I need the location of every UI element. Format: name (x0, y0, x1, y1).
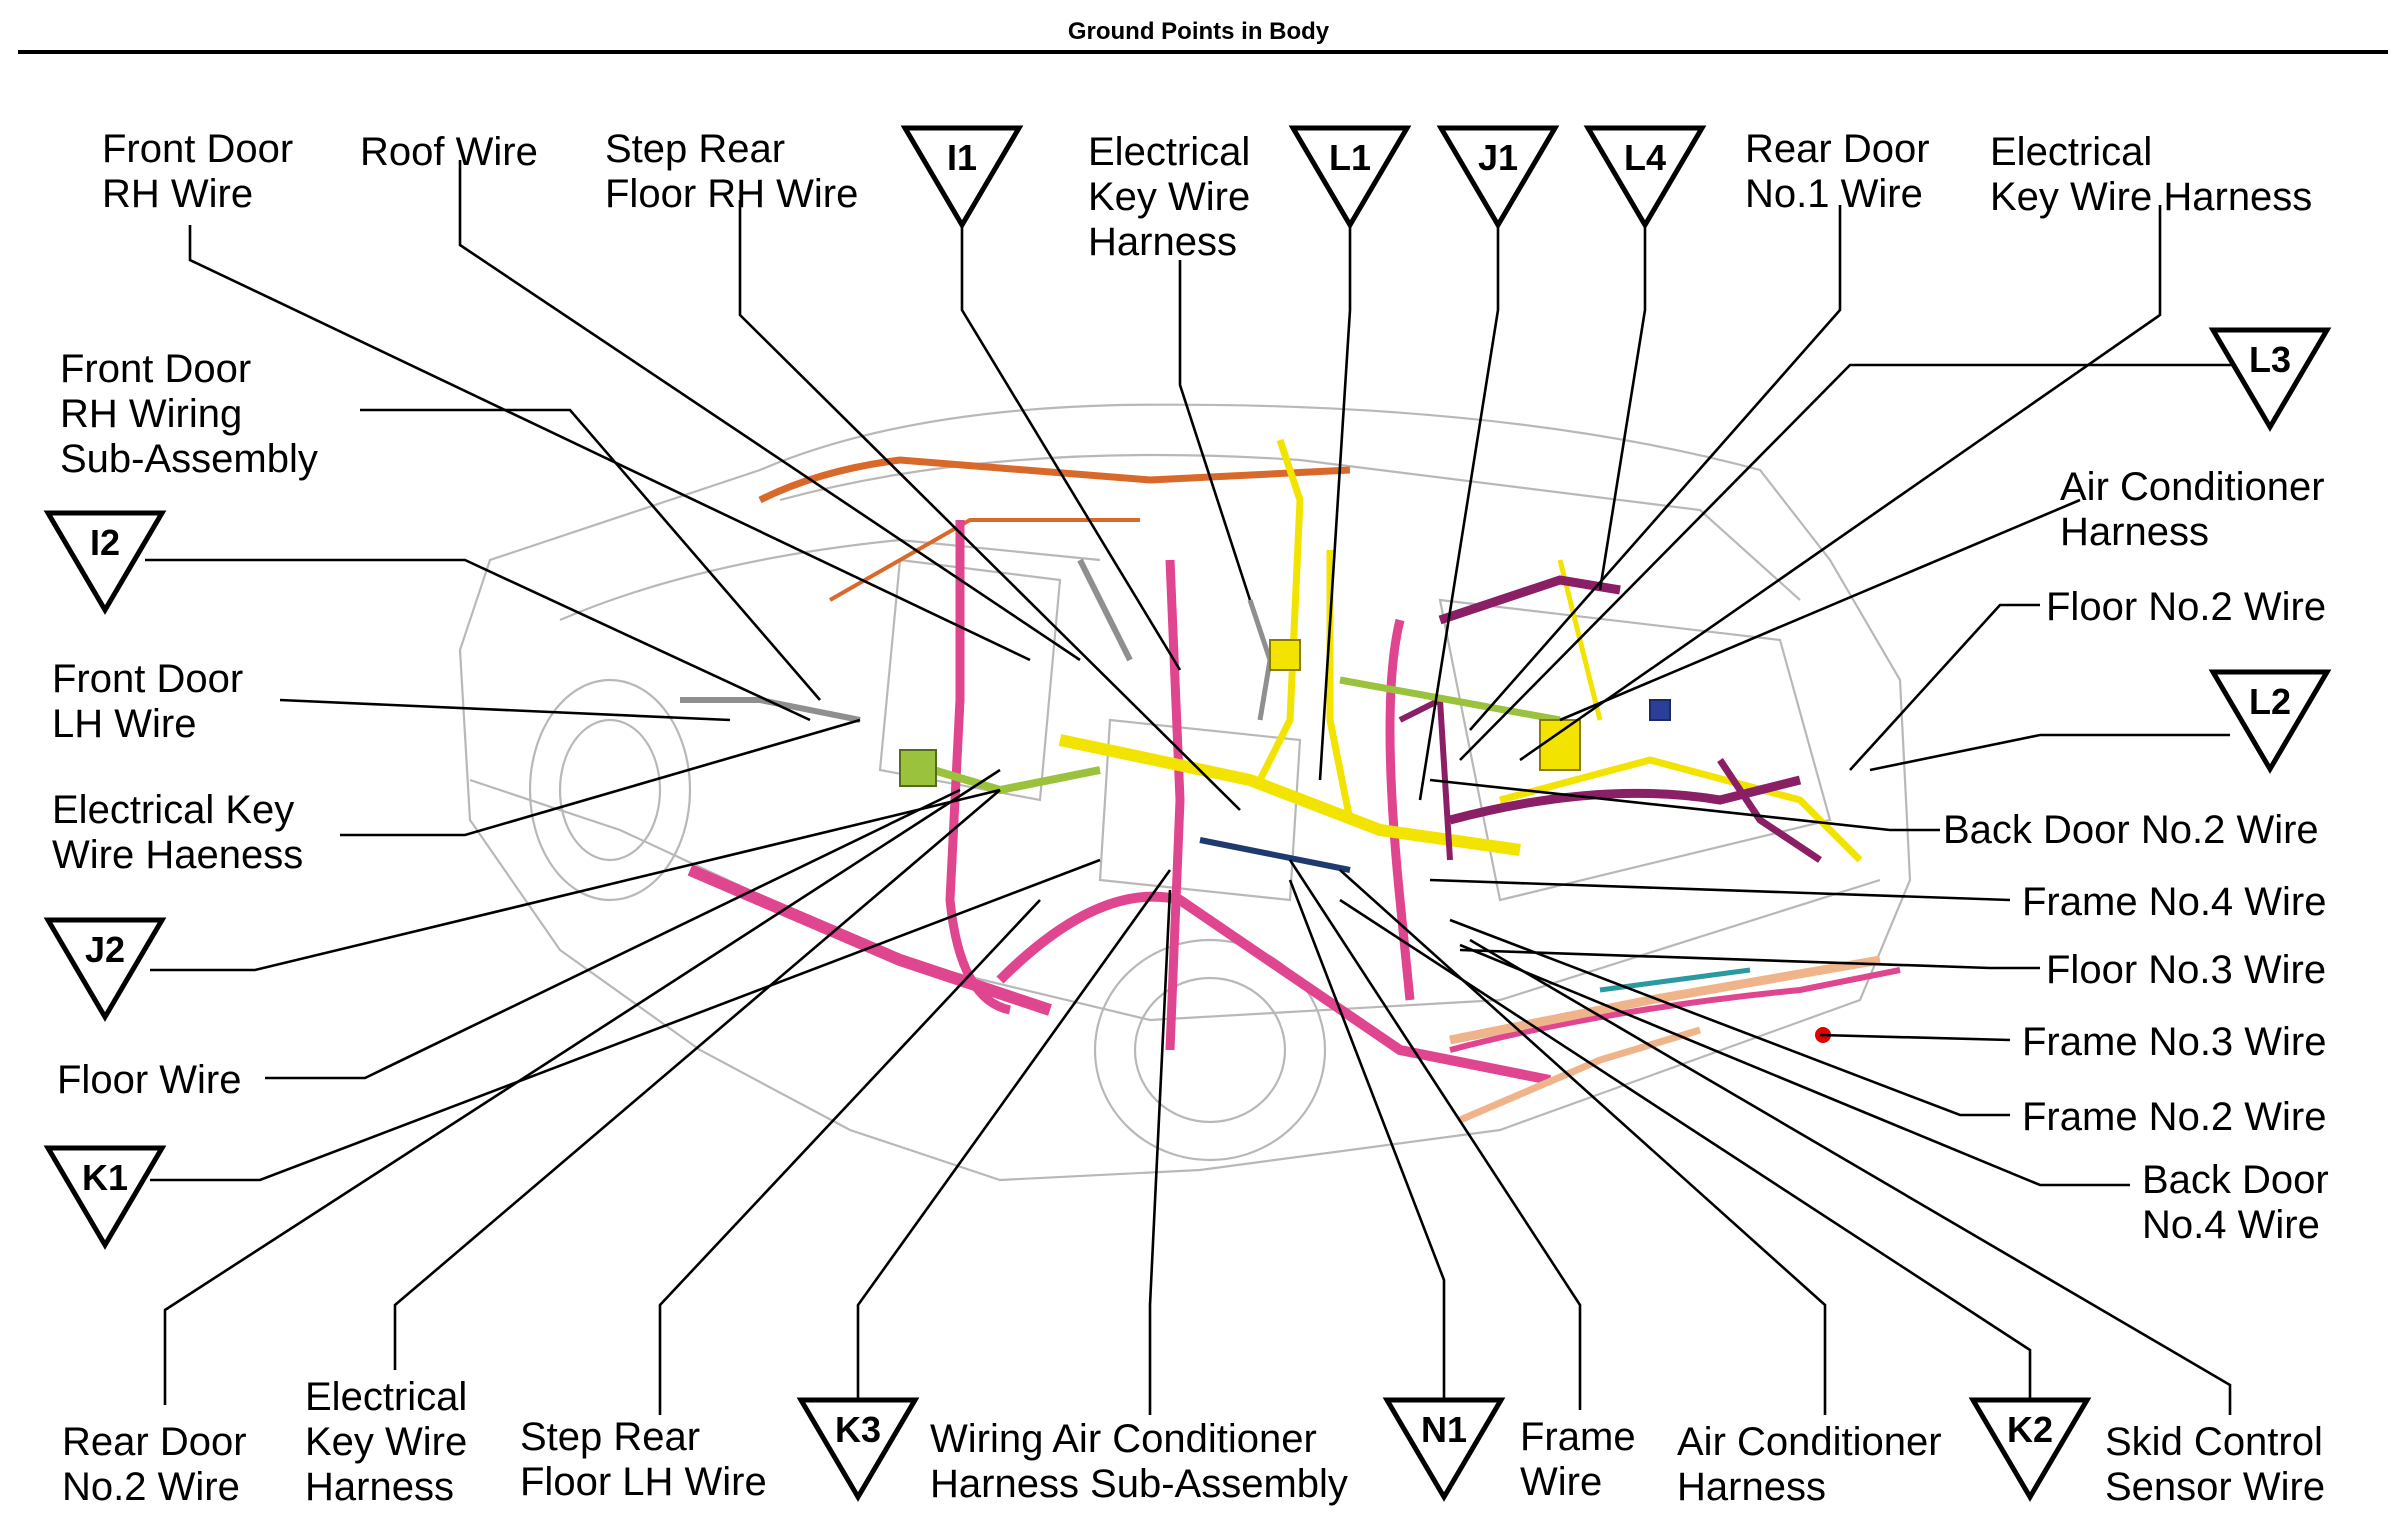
ground-point-l1: L1 (1288, 125, 1412, 230)
ground-point-n1: N1 (1382, 1397, 1506, 1502)
ground-point-k1: K1 (43, 1145, 167, 1250)
svg-text:K1: K1 (82, 1157, 128, 1198)
ground-point-l2: L2 (2208, 669, 2332, 774)
label-roof-wire: Roof Wire (360, 130, 538, 174)
ground-point-k2: K2 (1968, 1397, 2092, 1502)
ground-point-k3: K3 (796, 1397, 920, 1502)
ground-point-i1: I1 (900, 125, 1024, 230)
label-frame-no3-wire: Frame No.3 Wire (2022, 1020, 2327, 1064)
ground-point-l4: L4 (1583, 125, 1707, 230)
label-floor-no2-wire: Floor No.2 Wire (2046, 585, 2326, 629)
svg-text:L4: L4 (1624, 137, 1666, 178)
svg-text:J2: J2 (85, 929, 125, 970)
svg-text:K2: K2 (2007, 1409, 2053, 1450)
svg-text:J1: J1 (1478, 137, 1518, 178)
label-floor-wire: Floor Wire (57, 1058, 241, 1102)
wire-harnesses (680, 438, 1901, 1124)
label-frame-no2-wire: Frame No.2 Wire (2022, 1095, 2327, 1139)
svg-text:L3: L3 (2249, 339, 2291, 380)
label-back-door-no2-wire: Back Door No.2 Wire (1943, 808, 2319, 852)
svg-text:I1: I1 (947, 137, 977, 178)
ground-point-i2: I2 (43, 510, 167, 615)
page-title: Ground Points in Body (1067, 18, 1330, 45)
ground-points: I1 L1 J1 L4 L3 I2 L2 J2 (43, 125, 2332, 1502)
vehicle-body (458, 403, 1912, 1182)
title-rule (18, 50, 2388, 54)
label-frame-no4-wire: Frame No.4 Wire (2022, 880, 2327, 924)
svg-text:I2: I2 (90, 522, 120, 563)
leader-lines (145, 160, 2270, 1415)
svg-text:N1: N1 (1421, 1409, 1467, 1450)
ground-point-j1: J1 (1436, 125, 1560, 230)
ground-point-l3: L3 (2208, 327, 2332, 432)
ground-point-j2: J2 (43, 917, 167, 1022)
label-floor-no3-wire: Floor No.3 Wire (2046, 948, 2326, 992)
svg-text:K3: K3 (835, 1409, 881, 1450)
svg-text:L2: L2 (2249, 681, 2291, 722)
svg-text:L1: L1 (1329, 137, 1371, 178)
